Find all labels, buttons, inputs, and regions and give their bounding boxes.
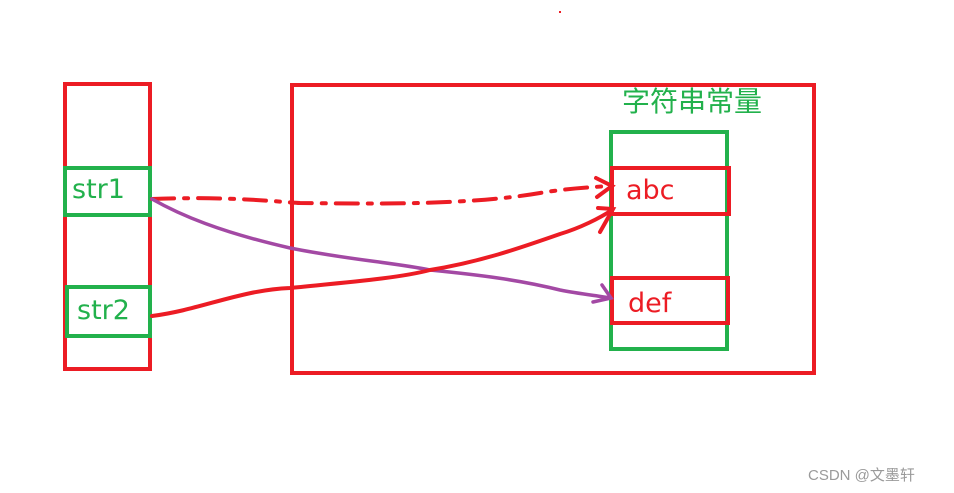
constant-abc-box bbox=[610, 166, 731, 216]
stack-frame bbox=[63, 82, 152, 371]
stray-dot-icon bbox=[559, 11, 561, 13]
arrow-str1-to-def-icon bbox=[150, 197, 614, 304]
variable-str1-box bbox=[63, 166, 152, 217]
constant-def-label: def bbox=[628, 288, 672, 319]
arrow-str2-to-abc-icon bbox=[150, 206, 617, 318]
constant-def-box bbox=[610, 276, 730, 325]
variable-str2-label: str2 bbox=[77, 295, 130, 326]
watermark: CSDN @文墨轩 bbox=[808, 467, 915, 484]
variable-str1-label: str1 bbox=[72, 174, 125, 205]
string-pool-title: 字符串常量 bbox=[622, 85, 763, 118]
string-constant-pool bbox=[609, 130, 729, 351]
heap-region bbox=[290, 83, 816, 375]
constant-abc-label: abc bbox=[626, 175, 675, 206]
variable-str2-box bbox=[65, 285, 152, 338]
arrow-str1-to-abc-icon bbox=[150, 176, 616, 206]
